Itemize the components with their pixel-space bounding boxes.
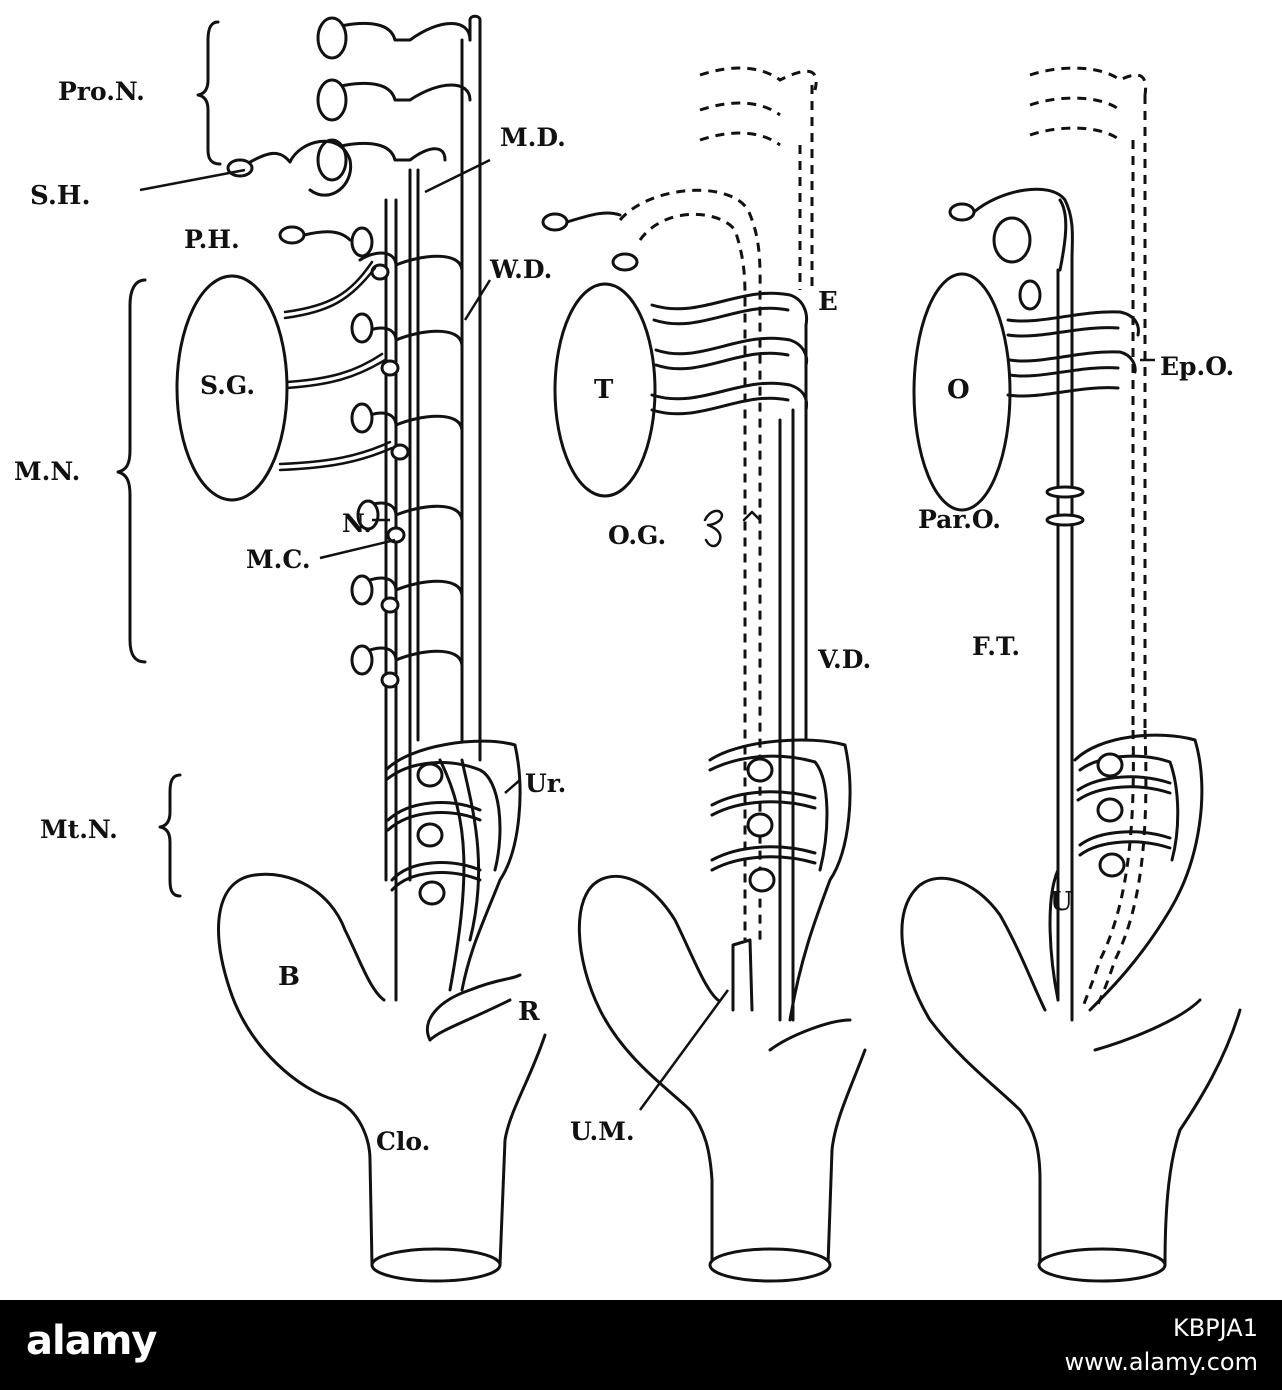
diagram-area: Pro.N. S.H. P.H. M.D. W.D. S.G. M.N. N. … <box>14 14 1242 1283</box>
label-p-h: P.H. <box>184 225 240 254</box>
watermark-footer: alamy KBPJA1 www.alamy.com <box>0 1300 1282 1390</box>
site-url: www.alamy.com <box>1064 1348 1258 1376</box>
alamy-logo: alamy <box>26 1318 157 1364</box>
label-f-t: F.T. <box>972 632 1020 661</box>
label-s-h: S.H. <box>30 181 91 211</box>
label-e: E <box>818 287 838 317</box>
urogenital-diagram: Pro.N. S.H. P.H. M.D. W.D. S.G. M.N. N. … <box>14 14 1242 1283</box>
label-m-n: M.N. <box>14 457 80 486</box>
label-r: R <box>518 997 540 1027</box>
label-u: U <box>1050 887 1073 917</box>
label-t: T <box>594 375 614 405</box>
braces <box>116 20 724 898</box>
label-m-d: M.D. <box>500 123 566 152</box>
label-ep-o: Ep.O. <box>1160 352 1234 381</box>
label-s-g: S.G. <box>200 371 255 400</box>
label-o-g: O.G. <box>608 521 666 550</box>
label-b: B <box>278 962 300 992</box>
label-o: O <box>947 375 970 405</box>
label-w-d: W.D. <box>489 255 552 284</box>
label-pro-n: Pro.N. <box>58 77 145 106</box>
figure-male <box>541 66 867 1283</box>
label-v-d: V.D. <box>817 645 871 674</box>
leader-lines <box>139 158 1155 1111</box>
label-ur: Ur. <box>525 769 566 798</box>
label-mt-n: Mt.N. <box>40 815 118 844</box>
figure-female <box>900 66 1242 1283</box>
image-id: KBPJA1 <box>1172 1314 1258 1342</box>
figure-indifferent <box>175 14 547 1283</box>
label-clo: Clo. <box>376 1127 430 1156</box>
label-m-c: M.C. <box>246 545 311 574</box>
label-par-o: Par.O. <box>918 505 1001 534</box>
label-n: N. <box>342 509 372 538</box>
label-u-m: U.M. <box>570 1117 635 1146</box>
labels: Pro.N. S.H. P.H. M.D. W.D. S.G. M.N. N. … <box>14 77 1234 1156</box>
